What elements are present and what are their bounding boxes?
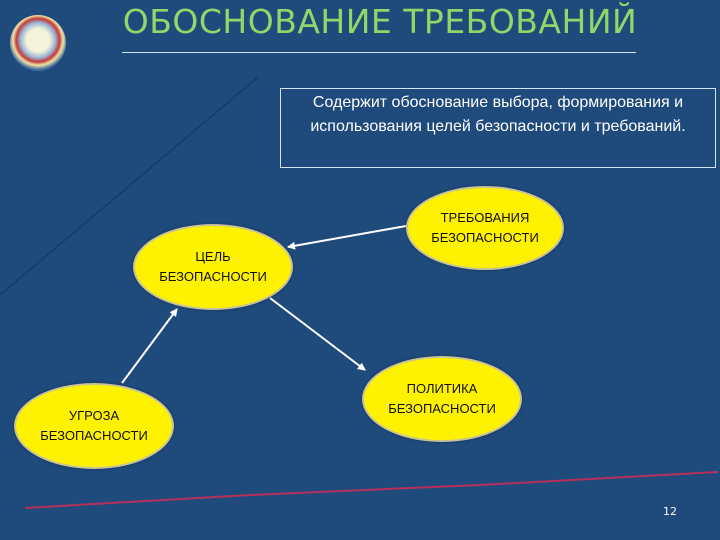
decorative-diagonal-line — [0, 76, 259, 296]
arrow-threat-to-goal — [121, 308, 178, 384]
slide-title: ОБОСНОВАНИЕ ТРЕБОВАНИЙ — [122, 2, 638, 41]
accent-red-line — [24, 471, 719, 509]
description-box: Содержит обоснование выбора, формировани… — [280, 88, 716, 168]
university-emblem-icon — [10, 15, 66, 71]
title-divider — [122, 52, 636, 53]
arrow-goal-to-policy — [269, 297, 366, 371]
page-number: 12 — [663, 505, 677, 518]
arrow-requirements-to-goal — [287, 225, 407, 250]
